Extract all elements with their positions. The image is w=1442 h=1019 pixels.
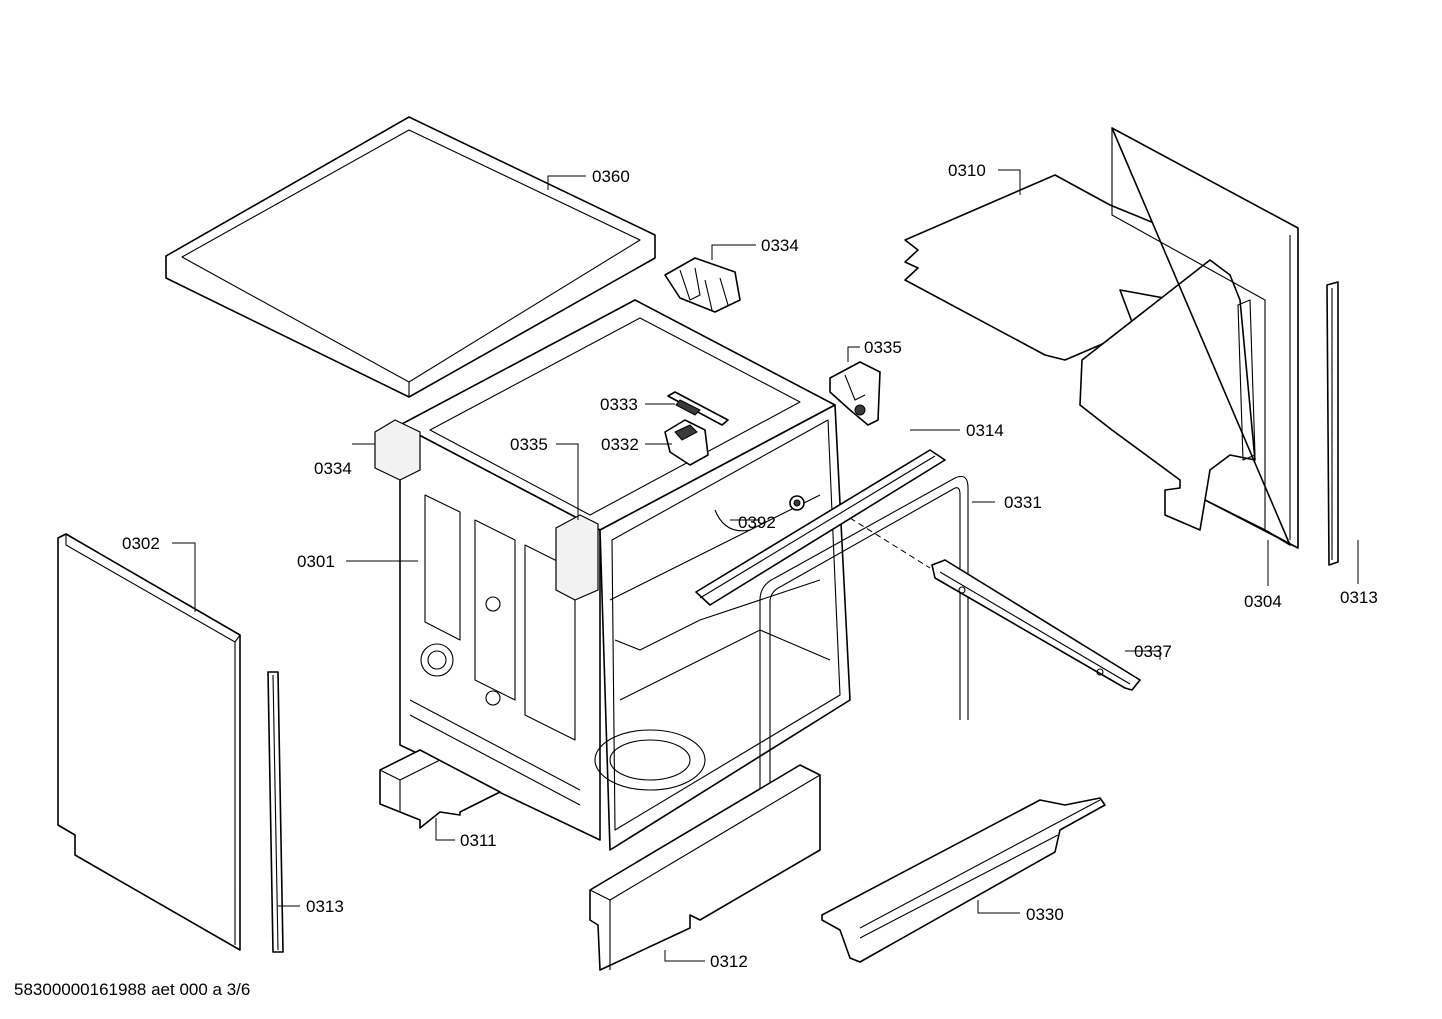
- callout-0301[interactable]: 0301: [297, 552, 335, 571]
- part-0332-latch[interactable]: [664, 419, 709, 466]
- callout-0334-left[interactable]: 0334: [314, 459, 352, 478]
- callout-0360[interactable]: 0360: [592, 167, 630, 186]
- callout-0302[interactable]: 0302: [122, 534, 160, 553]
- callout-0331[interactable]: 0331: [1004, 493, 1042, 512]
- callout-0335-right[interactable]: 0335: [864, 338, 902, 357]
- part-0312-front-plinth[interactable]: [589, 764, 821, 971]
- part-0333-rail[interactable]: [667, 391, 729, 426]
- part-0304-side-panel-right[interactable]: [1079, 127, 1299, 549]
- assembly-line: [849, 517, 931, 569]
- part-0360-top-plate[interactable]: [165, 116, 656, 398]
- leader-lines: [172, 169, 1359, 962]
- callout-0304[interactable]: 0304: [1244, 592, 1282, 611]
- callout-0334-top[interactable]: 0334: [761, 236, 799, 255]
- part-0337-bottom-rail[interactable]: [931, 559, 1141, 691]
- part-0301-tub[interactable]: [374, 299, 851, 851]
- part-0334-bracket-top[interactable]: [664, 257, 741, 313]
- callout-0333[interactable]: 0333: [600, 395, 638, 414]
- callout-0312[interactable]: 0312: [710, 952, 748, 971]
- callout-0310[interactable]: 0310: [948, 161, 986, 180]
- callout-0392[interactable]: 0392: [738, 513, 776, 532]
- callout-0330[interactable]: 0330: [1026, 905, 1064, 924]
- callout-0332[interactable]: 0332: [601, 435, 639, 454]
- part-0392-pulley[interactable]: [789, 495, 805, 511]
- callout-0335-mid[interactable]: 0335: [510, 435, 548, 454]
- document-code: 58300000161988 aet 000 a 3/6: [14, 980, 251, 999]
- part-0313-seal-strip-right[interactable]: [1326, 281, 1339, 566]
- part-0302-door-panel[interactable]: [57, 533, 241, 951]
- callout-0314[interactable]: 0314: [966, 421, 1004, 440]
- part-0335-bracket-right[interactable]: [829, 361, 881, 426]
- part-0311-rear-plinth[interactable]: [379, 749, 501, 829]
- part-0330-bottom-cover[interactable]: [821, 797, 1106, 963]
- callout-0313-left[interactable]: 0313: [306, 897, 344, 916]
- callout-0311[interactable]: 0311: [460, 831, 497, 850]
- callout-0337[interactable]: 0337: [1134, 642, 1172, 661]
- part-0314-front-rail[interactable]: [695, 449, 946, 606]
- part-0331-door-seal[interactable]: [759, 475, 969, 835]
- part-0313-seal-strip-left[interactable]: [267, 671, 284, 953]
- callout-0313-right[interactable]: 0313: [1340, 588, 1378, 607]
